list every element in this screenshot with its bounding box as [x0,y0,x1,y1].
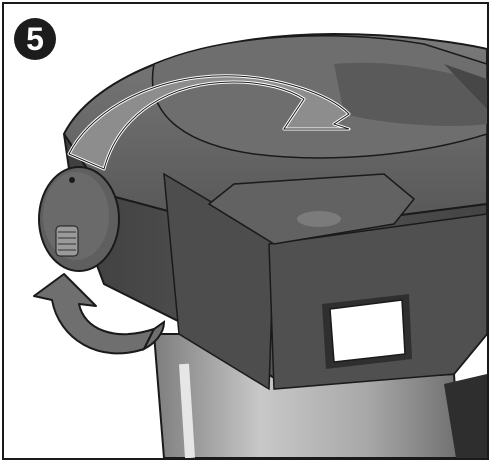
step-number-badge: 5 [14,18,56,60]
water-level-window [322,294,412,369]
rotary-knob-icon [39,167,119,271]
instruction-panel: 5 [2,2,489,460]
coffee-maker-illustration [4,4,487,458]
